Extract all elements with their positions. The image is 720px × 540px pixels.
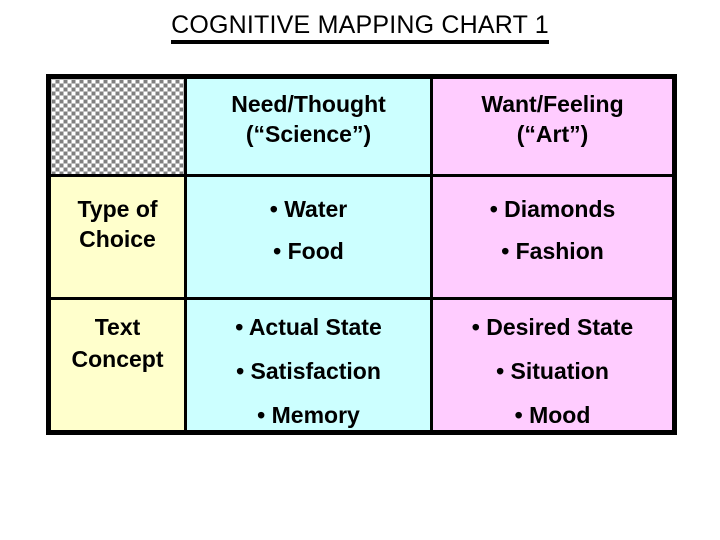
list-item: • Satisfaction (236, 358, 381, 384)
table-row-type-of-choice: Type of Choice • Water • Food • Diamonds… (47, 174, 676, 300)
cell-type-of-choice-art: • Diamonds • Fashion (430, 174, 676, 300)
cell-type-of-choice-science-inner: • Water • Food (187, 177, 430, 266)
list-item: • Memory (257, 402, 360, 428)
cell-text-concept-science: • Actual State • Satisfaction • Memory (184, 297, 433, 434)
cell-text-concept-art: • Desired State • Situation • Mood (430, 297, 676, 434)
row-label-text-concept-line2: Concept (71, 346, 164, 372)
cell-type-of-choice-art-inner: • Diamonds • Fashion (433, 177, 672, 266)
row-label-text-concept-line1: Text (94, 314, 141, 340)
list-item: • Desired State (471, 314, 634, 340)
checkerboard-icon (47, 75, 187, 177)
column-header-science-inner: Need/Thought (“Science”) (187, 79, 430, 149)
cognitive-mapping-table: Need/Thought (“Science”) Want/Feeling (“… (46, 74, 677, 435)
column-header-science-line2: (“Science”) (245, 121, 372, 147)
row-label-type-of-choice-line2: Choice (79, 226, 156, 252)
list-item: • Water (269, 196, 348, 222)
page-title-container: COGNITIVE MAPPING CHART 1 (0, 11, 720, 44)
column-header-science: Need/Thought (“Science”) (184, 75, 433, 177)
column-header-art-inner: Want/Feeling (“Art”) (433, 79, 672, 149)
list-item: • Actual State (235, 314, 382, 340)
cell-type-of-choice-science: • Water • Food (184, 174, 433, 300)
list-item: • Situation (496, 358, 609, 384)
table-header-row: Need/Thought (“Science”) Want/Feeling (“… (47, 75, 676, 177)
list-item: • Food (273, 238, 344, 264)
column-header-art-line1: Want/Feeling (481, 91, 624, 117)
column-header-science-line1: Need/Thought (231, 91, 386, 117)
page-title: COGNITIVE MAPPING CHART 1 (171, 11, 549, 44)
row-label-type-of-choice-line1: Type of (77, 196, 158, 222)
cell-text-concept-art-inner: • Desired State • Situation • Mood (433, 300, 672, 430)
table-row-text-concept: Text Concept • Actual State • Satisfacti… (47, 297, 676, 434)
cell-text-concept-science-inner: • Actual State • Satisfaction • Memory (187, 300, 430, 430)
column-header-art: Want/Feeling (“Art”) (430, 75, 676, 177)
list-item: • Fashion (501, 238, 604, 264)
list-item: • Diamonds (489, 196, 616, 222)
row-label-type-of-choice: Type of Choice (47, 174, 187, 300)
list-item: • Mood (514, 402, 591, 428)
row-label-text-concept: Text Concept (47, 297, 187, 434)
column-header-art-line2: (“Art”) (516, 121, 589, 147)
row-label-type-of-choice-inner: Type of Choice (51, 177, 184, 254)
row-label-text-concept-inner: Text Concept (51, 300, 184, 374)
